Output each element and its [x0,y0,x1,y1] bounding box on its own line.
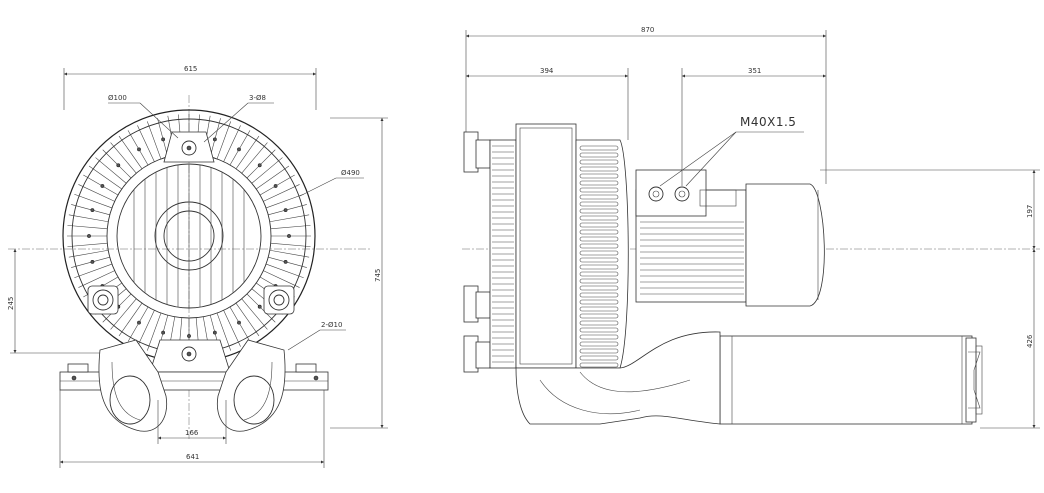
hub-ribs [133,164,245,308]
dim-label-motor-lower: 426 [1026,334,1034,348]
silencer [719,335,983,425]
right-pipe-elbow [216,339,286,432]
top-bracket [163,131,215,163]
dim-label-foot-spacing: 166 [185,429,199,437]
front-view: 615 Ø100 3-Ø8 Ø490 745 [7,65,388,468]
bottom-bracket [149,339,231,373]
leader-holes-bottom: 2-Ø10 [287,321,346,351]
dim-center-height: 245 [7,249,100,354]
dim-label-base-width: 641 [186,453,199,461]
pipe-stubs [463,131,491,373]
left-pipe-elbow [98,339,168,432]
dim-motor-upper: 197 [820,169,1040,249]
dim-foot-spacing: 166 [157,400,227,444]
leader-holes-top: 3-Ø8 [203,94,274,143]
dim-motor-lower: 426 [980,249,1040,429]
dim-label-holes-bottom: 2-Ø10 [321,321,342,329]
dim-base-width: 641 [59,390,325,468]
dim-blower-section: 394 [466,67,629,140]
dim-label-pipe-dia: Ø100 [108,94,127,102]
dim-top-width: 615 [63,65,317,110]
cooling-fins [67,114,311,358]
dim-label-height-total: 745 [374,269,382,282]
dim-label-holes-top: 3-Ø8 [249,94,266,102]
dim-height-total: 745 [330,117,388,429]
dim-label-cable-gland: M40X1.5 [740,115,796,129]
dim-label-motor-section: 351 [748,67,761,75]
dim-label-blower-section: 394 [540,67,554,75]
blower-body [515,123,577,369]
blower-housing-left [489,139,517,369]
dim-label-center-height: 245 [7,297,15,310]
dim-label-impeller-dia: Ø490 [341,169,360,177]
dim-overall-length: 870 [465,26,827,184]
leader-pipe-dia: Ø100 [108,94,179,139]
left-flange [87,285,119,315]
side-view: 870 394 351 M40X1.5 197 [462,26,1040,429]
blower-housing-right [575,139,629,369]
right-flange [263,285,295,315]
dim-label-top-width: 615 [184,65,197,73]
leader-impeller-dia: Ø490 [299,169,364,197]
dim-label-overall-length: 870 [641,26,654,34]
dim-label-motor-upper: 197 [1026,205,1034,218]
leader-cable-gland: M40X1.5 [659,115,804,187]
side-base [515,331,721,425]
dim-motor-section: 351 [681,67,826,186]
motor [635,169,825,307]
